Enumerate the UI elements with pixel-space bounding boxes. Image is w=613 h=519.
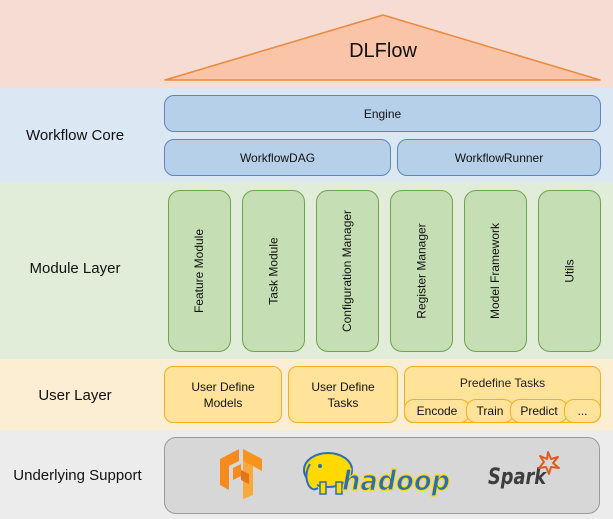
predefine-item-train: Train (466, 399, 514, 423)
module-feature: Feature Module (168, 190, 231, 352)
spark-wordmark: Spark (488, 465, 547, 490)
workflow-dag-label: WorkflowDAG (239, 150, 316, 165)
workflow-runner-label: WorkflowRunner (454, 150, 544, 165)
predefine-item-predict-label: Predict (520, 404, 558, 418)
workflow-core-label: Workflow Core (25, 127, 125, 144)
predefine-item-encode-label: Encode (416, 404, 458, 418)
module-utils: Utils (538, 190, 601, 352)
module-register-manager: Register Manager (390, 190, 453, 352)
engine-label: Engine (363, 106, 402, 121)
user-define-tasks-label: User Define Tasks (311, 379, 375, 410)
user-define-models-box: User Define Models (164, 366, 282, 423)
dlflow-title: DLFlow (349, 40, 417, 62)
predefine-item-train-label: Train (476, 404, 504, 418)
predefine-item-predict: Predict (510, 399, 568, 423)
predefine-tasks-title: Predefine Tasks (459, 376, 546, 390)
hadoop-wordmark: hadoop (342, 464, 450, 497)
hadoop-elephant-icon (303, 452, 353, 488)
module-model-framework: Model Framework (464, 190, 527, 352)
predefine-item-encode: Encode (404, 399, 470, 423)
dlflow-roof (164, 14, 601, 81)
engine-box: Engine (164, 95, 601, 132)
module-utils-label: Utils (562, 259, 577, 283)
module-task-label: Task Module (266, 237, 281, 305)
underlying-support-label: Underlying Support (13, 467, 142, 484)
workflow-runner-box: WorkflowRunner (397, 139, 601, 176)
user-define-models-label: User Define Models (191, 379, 255, 410)
workflow-dag-box: WorkflowDAG (164, 139, 391, 176)
spark-logo: Spark (488, 451, 560, 490)
module-layer-label: Module Layer (29, 260, 121, 277)
tensorflow-logo (220, 449, 262, 499)
module-model-framework-label: Model Framework (488, 222, 503, 320)
user-layer-label: User Layer (38, 387, 112, 404)
roof-shape (164, 14, 601, 81)
hadoop-logo: hadoop (303, 452, 451, 498)
spark-star-icon (538, 451, 560, 475)
module-register-manager-label: Register Manager (414, 223, 429, 319)
predefine-item-more-label: ... (577, 404, 588, 418)
module-feature-label: Feature Module (192, 228, 207, 314)
predefine-item-more: ... (564, 399, 601, 423)
module-task: Task Module (242, 190, 305, 352)
module-configuration-manager-label: Configuration Manager (340, 209, 355, 333)
module-configuration-manager: Configuration Manager (316, 190, 379, 352)
user-define-tasks-box: User Define Tasks (288, 366, 398, 423)
